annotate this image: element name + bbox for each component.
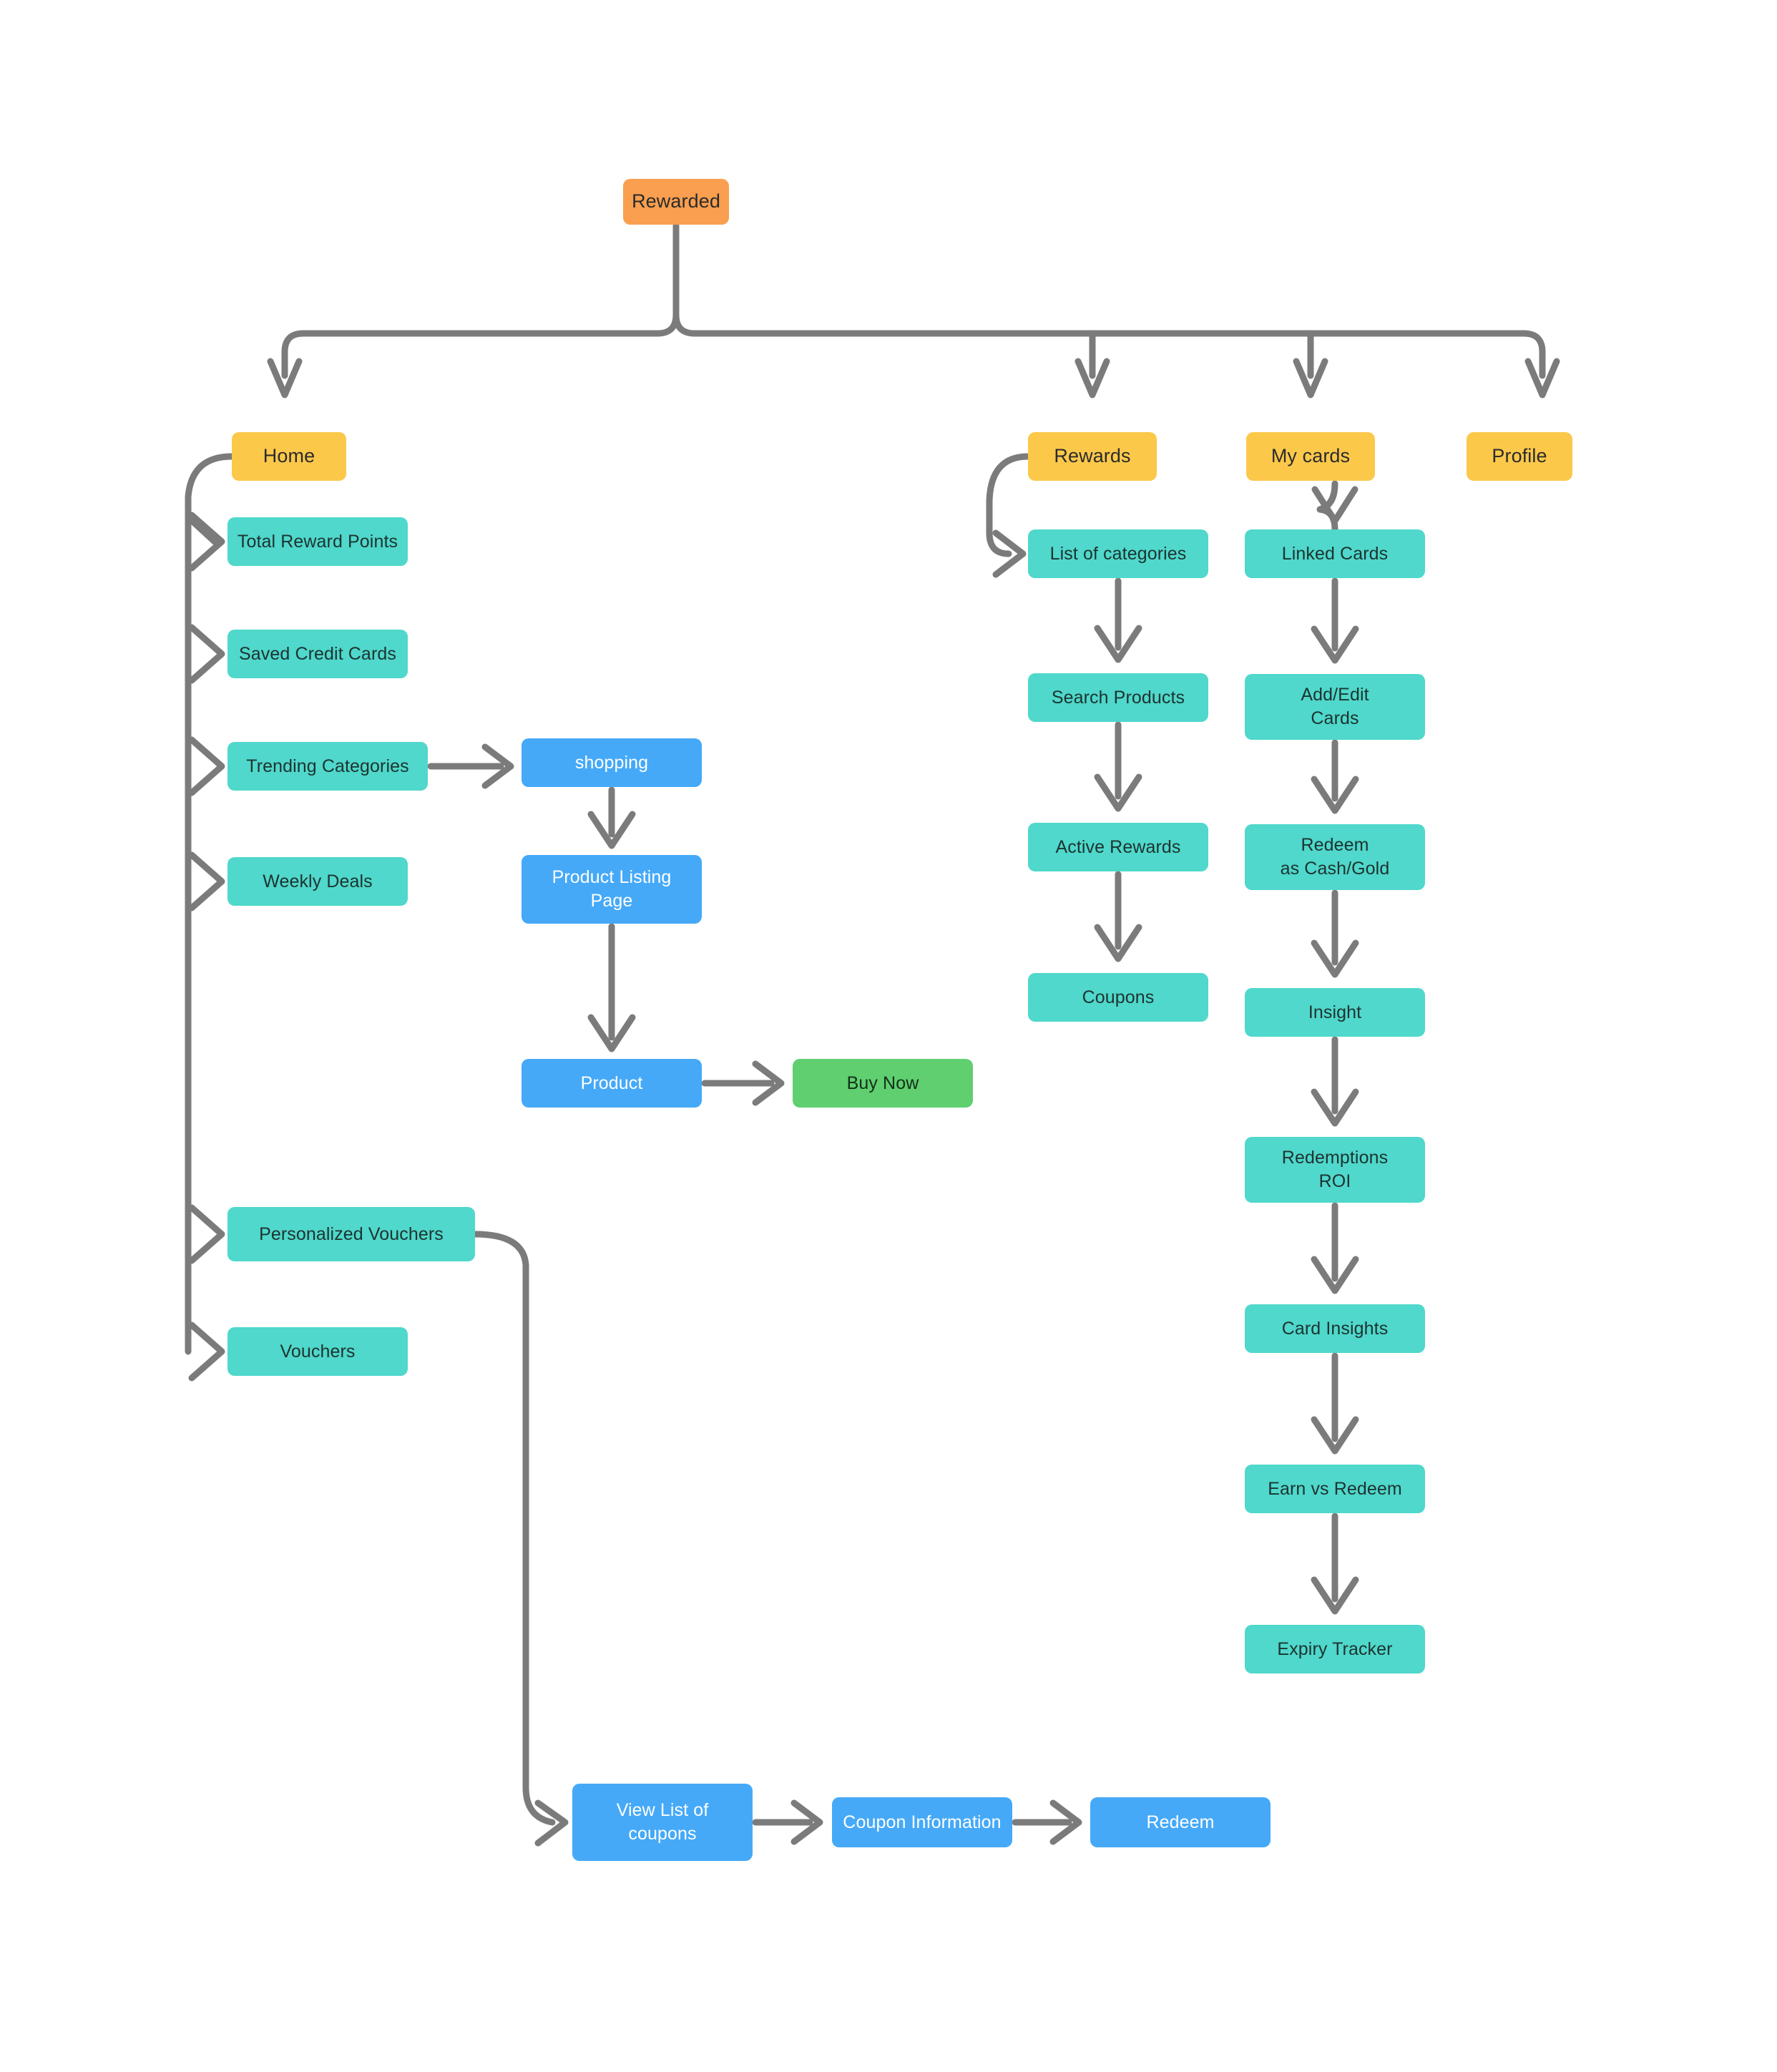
node-weekly-deals[interactable]: Weekly Deals bbox=[227, 857, 408, 906]
arrowhead-et bbox=[1311, 1576, 1359, 1615]
arrowhead-buynow bbox=[752, 1060, 785, 1106]
arrowhead-vlc bbox=[534, 1799, 569, 1847]
node-search-products[interactable]: Search Products bbox=[1028, 673, 1208, 722]
node-redeem-as-cash-gold[interactable]: Redeem as Cash/Gold bbox=[1245, 824, 1425, 890]
edge-rewards-loc bbox=[986, 453, 1032, 557]
node-redemptions-roi[interactable]: Redemptions ROI bbox=[1245, 1137, 1425, 1203]
arrowhead-pv bbox=[188, 1204, 225, 1264]
edge-home-spine bbox=[185, 453, 235, 1355]
arrowhead-insight bbox=[1311, 939, 1359, 978]
arrowhead-cinfo bbox=[790, 1799, 823, 1845]
node-coupons[interactable]: Coupons bbox=[1028, 973, 1208, 1022]
node-linked-cards[interactable]: Linked Cards bbox=[1245, 529, 1425, 578]
node-saved-credit-cards[interactable]: Saved Credit Cards bbox=[227, 630, 408, 678]
node-product-listing-page[interactable]: Product Listing Page bbox=[522, 855, 702, 924]
node-card-insights[interactable]: Card Insights bbox=[1245, 1304, 1425, 1353]
node-trending-categories[interactable]: Trending Categories bbox=[227, 742, 428, 791]
arrowhead-shopping bbox=[481, 743, 514, 789]
edge-bus-right bbox=[672, 311, 1546, 379]
node-redeem[interactable]: Redeem bbox=[1090, 1797, 1271, 1847]
node-home[interactable]: Home bbox=[232, 432, 346, 481]
arrowhead-lc bbox=[1311, 486, 1359, 524]
node-personalized-vouchers[interactable]: Personalized Vouchers bbox=[227, 1207, 475, 1261]
edge-home-to-trp bbox=[185, 514, 218, 545]
arrowhead-redeem bbox=[1049, 1799, 1082, 1845]
edge-rewarded-trunk bbox=[281, 223, 680, 379]
node-vouchers[interactable]: Vouchers bbox=[227, 1327, 408, 1376]
arrowhead-loc bbox=[992, 529, 1027, 578]
node-earn-vs-redeem[interactable]: Earn vs Redeem bbox=[1245, 1465, 1425, 1513]
arrowhead-ar bbox=[1094, 773, 1142, 812]
edge-pv-vlc bbox=[471, 1231, 556, 1826]
arrowhead-rcg bbox=[1311, 776, 1359, 814]
arrowhead-roi bbox=[1311, 1088, 1359, 1127]
node-coupon-information[interactable]: Coupon Information bbox=[832, 1797, 1012, 1847]
node-shopping[interactable]: shopping bbox=[522, 738, 702, 787]
node-add-edit-cards[interactable]: Add/Edit Cards bbox=[1245, 674, 1425, 740]
arrowhead-mycards bbox=[1293, 358, 1328, 399]
arrowhead-coupons bbox=[1094, 924, 1142, 962]
node-total-reward-points[interactable]: Total Reward Points bbox=[227, 517, 408, 566]
node-product[interactable]: Product bbox=[522, 1059, 702, 1108]
arrowhead-wd bbox=[188, 851, 225, 912]
node-insight[interactable]: Insight bbox=[1245, 988, 1425, 1037]
arrowhead-aec bbox=[1311, 625, 1359, 664]
arrowhead-tc bbox=[188, 736, 225, 796]
node-my-cards[interactable]: My cards bbox=[1246, 432, 1375, 481]
arrowhead-home bbox=[267, 358, 303, 399]
arrowhead-sp bbox=[1094, 625, 1142, 663]
node-profile[interactable]: Profile bbox=[1467, 432, 1572, 481]
node-expiry-tracker[interactable]: Expiry Tracker bbox=[1245, 1625, 1425, 1673]
node-buy-now[interactable]: Buy Now bbox=[793, 1059, 973, 1108]
node-view-list-of-coupons[interactable]: View List of coupons bbox=[572, 1784, 753, 1861]
node-active-rewards[interactable]: Active Rewards bbox=[1028, 823, 1208, 871]
node-list-of-categories[interactable]: List of categories bbox=[1028, 529, 1208, 578]
arrowhead-vouchers bbox=[188, 1321, 225, 1382]
arrowhead-ci bbox=[1311, 1256, 1359, 1294]
arrowhead-evr bbox=[1311, 1416, 1359, 1455]
node-rewards[interactable]: Rewards bbox=[1028, 432, 1157, 481]
arrowhead-rewards bbox=[1074, 358, 1110, 399]
arrowhead-profile bbox=[1524, 358, 1560, 399]
arrowhead-plp bbox=[587, 811, 636, 849]
arrowhead-scc bbox=[188, 624, 225, 684]
arrowhead-trp bbox=[188, 512, 225, 572]
node-rewarded[interactable]: Rewarded bbox=[623, 179, 729, 225]
arrowhead-product bbox=[587, 1014, 636, 1052]
